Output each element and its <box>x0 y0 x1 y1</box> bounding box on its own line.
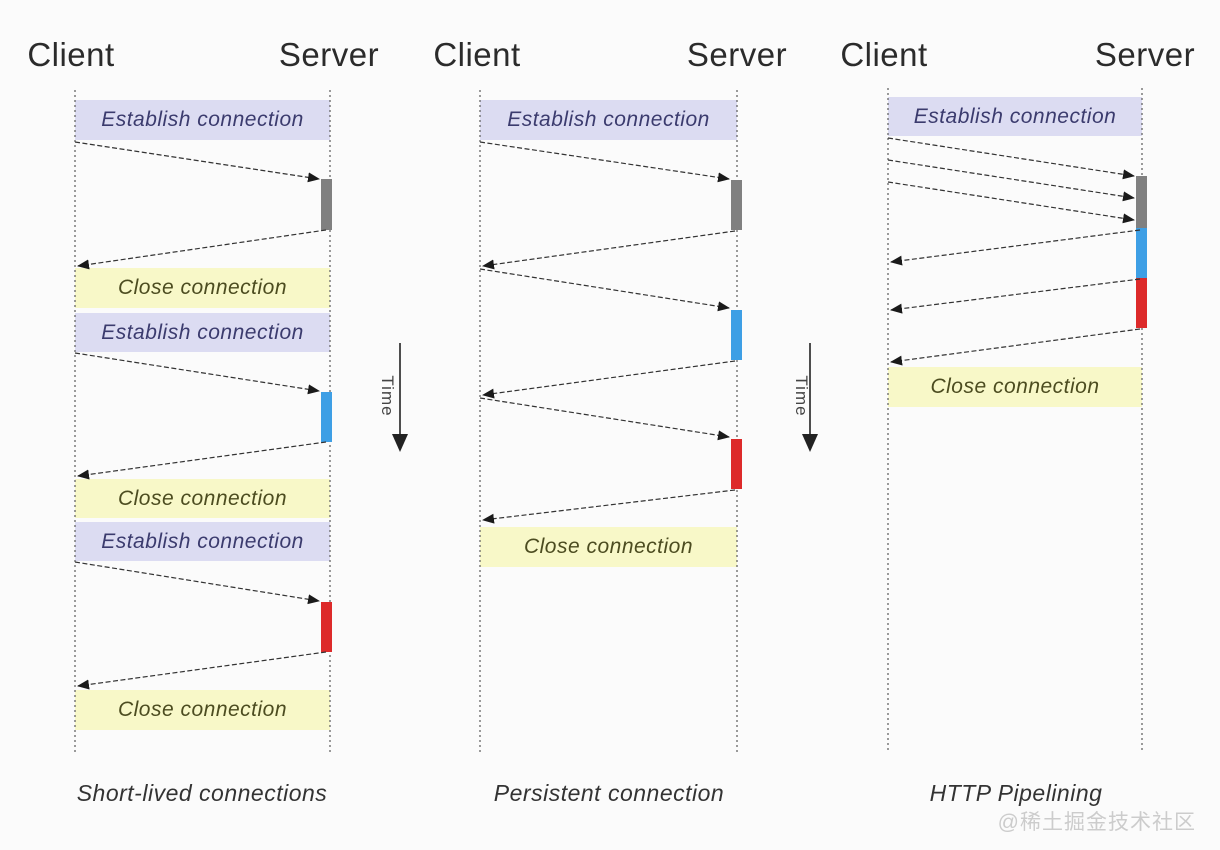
response-arrow <box>77 441 327 480</box>
column3-pipelining-diagram <box>887 88 1147 750</box>
time-arrow-head <box>392 434 408 452</box>
close-connection-band: Close connection <box>888 367 1142 407</box>
processing-block-blue <box>731 310 742 360</box>
request-arrow <box>74 352 320 395</box>
close-connection-band: Close connection <box>480 527 737 567</box>
response-arrow <box>482 360 736 399</box>
column1-server-header: Server <box>278 36 380 73</box>
column2-server-header: Server <box>686 36 788 73</box>
column2-persistent-diagram <box>479 90 742 752</box>
processing-block-blue <box>1136 228 1147 278</box>
time-axis-2: Time <box>792 343 818 452</box>
establish-connection-band: Establish connection <box>75 522 330 561</box>
column1-client-header: Client <box>27 36 115 73</box>
time-axis-label: Time <box>792 375 811 416</box>
column3-server-header: Server <box>1094 36 1196 73</box>
processing-block-red <box>1136 278 1147 328</box>
caption-persistent-connection: Persistent connection <box>493 780 725 806</box>
processing-block-gray <box>321 179 332 230</box>
column1-short-lived-diagram <box>74 90 332 752</box>
establish-connection-band: Establish connection <box>75 100 330 140</box>
column2-client-header: Client <box>433 36 521 73</box>
close-connection-band: Close connection <box>75 690 330 730</box>
request-arrow <box>887 137 1135 180</box>
processing-block-red <box>731 439 742 489</box>
request-arrow <box>74 141 320 183</box>
time-axis-label: Time <box>378 375 397 416</box>
processing-block-gray <box>1136 176 1147 228</box>
caption-short-lived-connections: Short-lived connections <box>76 780 328 806</box>
close-connection-band: Close connection <box>75 479 330 518</box>
processing-block-red <box>321 602 332 652</box>
time-arrow-head <box>802 434 818 452</box>
response-arrow <box>77 229 327 270</box>
request-arrow <box>479 141 730 183</box>
establish-connection-band: Establish connection <box>888 97 1142 136</box>
request-arrow <box>887 159 1135 202</box>
request-arrow <box>479 397 730 441</box>
request-arrow <box>887 181 1135 224</box>
response-arrow <box>77 651 327 690</box>
watermark: @稀土掘金技术社区 <box>997 811 1196 834</box>
response-arrow <box>890 328 1141 366</box>
request-arrow <box>479 268 730 312</box>
response-arrow <box>890 229 1141 266</box>
response-arrow <box>482 230 736 270</box>
establish-connection-band: Establish connection <box>480 100 737 140</box>
processing-block-blue <box>321 392 332 442</box>
request-arrow <box>74 561 320 605</box>
response-arrow <box>482 489 736 524</box>
caption-http-pipelining: HTTP Pipelining <box>929 780 1103 806</box>
time-axis-1: Time <box>378 343 408 452</box>
response-arrow <box>890 278 1141 314</box>
establish-connection-band: Establish connection <box>75 313 330 352</box>
column3-client-header: Client <box>840 36 928 73</box>
processing-block-gray <box>731 180 742 230</box>
close-connection-band: Close connection <box>75 268 330 308</box>
